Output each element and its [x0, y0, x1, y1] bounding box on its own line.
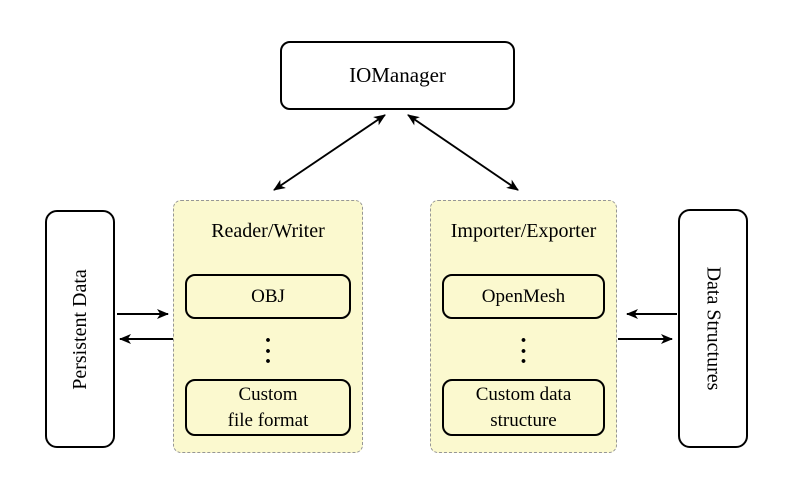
iomanager-label: IOManager — [349, 63, 446, 87]
ellipsis-dot: . — [520, 343, 527, 370]
vertical-ellipsis-right: . . . — [431, 322, 616, 370]
vertical-ellipsis-left: . . . — [174, 322, 362, 370]
openmesh-label: OpenMesh — [481, 285, 566, 307]
obj-label: OBJ — [251, 285, 285, 307]
custom-data-structure-line2: structure — [490, 409, 557, 431]
data-structures-label: Data Structures — [702, 266, 725, 391]
obj-node: OBJ — [185, 274, 351, 319]
custom-file-format-node: Custom file format — [185, 379, 351, 436]
ellipsis-dot: . — [520, 332, 527, 359]
ellipsis-dot: . — [265, 332, 271, 359]
iomanager-node: IOManager — [280, 41, 515, 110]
persistent-data-label: Persistent Data — [68, 268, 91, 390]
custom-data-structure-node: Custom data structure — [442, 379, 605, 436]
ellipsis-dot: . — [265, 322, 271, 349]
custom-data-structure-line1: Custom data — [475, 383, 572, 405]
ellipsis-dot: . — [520, 322, 527, 349]
importer-exporter-title: Importer/Exporter — [450, 220, 597, 242]
ellipsis-dot: . — [265, 343, 271, 370]
custom-file-format-line1: Custom — [238, 383, 298, 405]
importer-exporter-container: Importer/Exporter OpenMesh . . . Custom … — [430, 200, 617, 453]
openmesh-node: OpenMesh — [442, 274, 605, 319]
data-structures-node: Data Structures — [678, 209, 748, 448]
persistent-data-node: Persistent Data — [45, 210, 115, 448]
reader-writer-container: Reader/Writer OBJ . . . Custom file form… — [173, 200, 363, 453]
arrow-iomanager-readerwriter — [273, 114, 386, 191]
custom-file-format-line2: file format — [227, 409, 309, 431]
reader-writer-title: Reader/Writer — [211, 220, 325, 242]
arrow-iomanager-importerexporter — [407, 114, 519, 191]
